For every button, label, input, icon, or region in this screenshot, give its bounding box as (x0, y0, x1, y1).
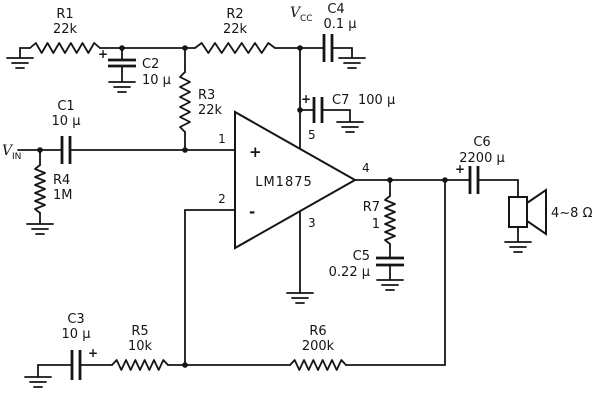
component-value: 1 (372, 217, 380, 232)
speaker: 4~8 Ω (508, 188, 593, 236)
component-value: 2200 µ (459, 151, 505, 166)
component-value: 22k (198, 103, 223, 118)
capacitor-C7: + C7 100 µ (301, 92, 395, 123)
component-value: 22k (53, 22, 78, 37)
pin-number-1: 1 (218, 132, 226, 146)
opamp-triangle (234, 110, 358, 250)
vin-main: V (2, 143, 14, 159)
capacitor-C4: C4 0.1 µ (322, 2, 357, 62)
component-value: 1M (53, 188, 73, 203)
noninverting-input-symbol: + (249, 143, 262, 161)
capacitor-C1: C1 10 µ (52, 99, 81, 164)
resistor-body (289, 359, 347, 371)
polarity-plus: + (88, 346, 98, 360)
ground-symbol (286, 292, 314, 304)
ground-symbol (26, 223, 54, 235)
inverting-input-symbol: - (249, 203, 255, 221)
ground-symbol (108, 81, 136, 93)
component-value: 100 µ (358, 93, 395, 108)
resistor-body (29, 42, 101, 54)
vcc-label: V CC (290, 5, 313, 24)
resistor-body (384, 195, 396, 245)
resistor-R3: R3 22k (179, 71, 223, 133)
capacitor-C2: + C2 10 µ (98, 47, 171, 88)
resistor-body (34, 164, 46, 214)
junction-dot (119, 45, 125, 51)
vin-label: V IN (2, 143, 21, 162)
component-value: 10k (128, 339, 153, 354)
component-ref: C6 (473, 135, 490, 150)
junction-dot (37, 147, 43, 153)
resistor-R4: R4 1M (34, 164, 73, 214)
pin-number-4: 4 (362, 161, 370, 175)
component-value: 10 µ (62, 327, 91, 342)
component-ref: R4 (53, 173, 70, 188)
polarity-plus: + (98, 47, 108, 61)
pin-number-2: 2 (218, 192, 226, 206)
ground-symbol (338, 57, 366, 69)
vin-sub: IN (12, 152, 21, 162)
opamp-LM1875: + - LM1875 1 2 5 3 4 (218, 110, 370, 250)
speaker-impedance-label: 4~8 Ω (551, 206, 593, 221)
ground-symbol (6, 57, 34, 69)
component-value: 200k (302, 339, 335, 354)
component-ref: R1 (56, 7, 73, 22)
vcc-sub: CC (300, 14, 313, 24)
vcc-main: V (290, 5, 302, 21)
resistor-body (111, 359, 169, 371)
component-ref: C1 (57, 99, 74, 114)
component-ref: C5 (353, 249, 370, 264)
component-ref: C3 (67, 312, 84, 327)
component-ref: R7 (363, 200, 380, 215)
component-ref: C4 (327, 2, 344, 17)
capacitor-C6: + C6 2200 µ (455, 135, 505, 194)
resistor-R6: R6 200k (289, 324, 347, 371)
component-ref: C7 (332, 93, 349, 108)
junction-dots (37, 45, 448, 368)
component-value: 0.22 µ (329, 265, 370, 280)
component-value: 10 µ (142, 73, 171, 88)
capacitor-C5: C5 0.22 µ (329, 249, 404, 280)
component-ref: R2 (226, 7, 243, 22)
component-value: 10 µ (52, 114, 81, 129)
pin-number-3: 3 (308, 216, 316, 230)
junction-dot (442, 177, 448, 183)
pin-number-5: 5 (308, 128, 316, 142)
resistor-R2: R2 22k (194, 7, 276, 54)
component-ref: R3 (198, 88, 215, 103)
capacitor-C3: + C3 10 µ (62, 312, 98, 380)
component-ref: C2 (142, 57, 159, 72)
chip-label: LM1875 (255, 175, 313, 190)
junction-dot (182, 362, 188, 368)
ground-symbol (24, 376, 52, 388)
speaker-cone (526, 188, 547, 236)
component-value: 0.1 µ (323, 17, 356, 32)
ground-symbol (376, 279, 404, 291)
component-ref: R6 (309, 324, 326, 339)
resistor-R1: R1 22k (29, 7, 101, 54)
ground-symbol (336, 121, 364, 133)
junction-dot (387, 177, 393, 183)
junction-dot (182, 147, 188, 153)
resistor-R5: R5 10k (111, 324, 169, 371)
speaker-magnet (508, 196, 528, 228)
polarity-plus: + (455, 162, 465, 176)
junction-dot (297, 45, 303, 51)
junction-dot (297, 107, 303, 113)
component-ref: R5 (131, 324, 148, 339)
resistor-R7: R7 1 (363, 195, 396, 245)
resistor-body (194, 42, 276, 54)
resistor-body (179, 71, 191, 133)
polarity-plus: + (301, 92, 311, 106)
component-value: 22k (223, 22, 248, 37)
ground-symbol (504, 241, 532, 253)
junction-dot (182, 45, 188, 51)
